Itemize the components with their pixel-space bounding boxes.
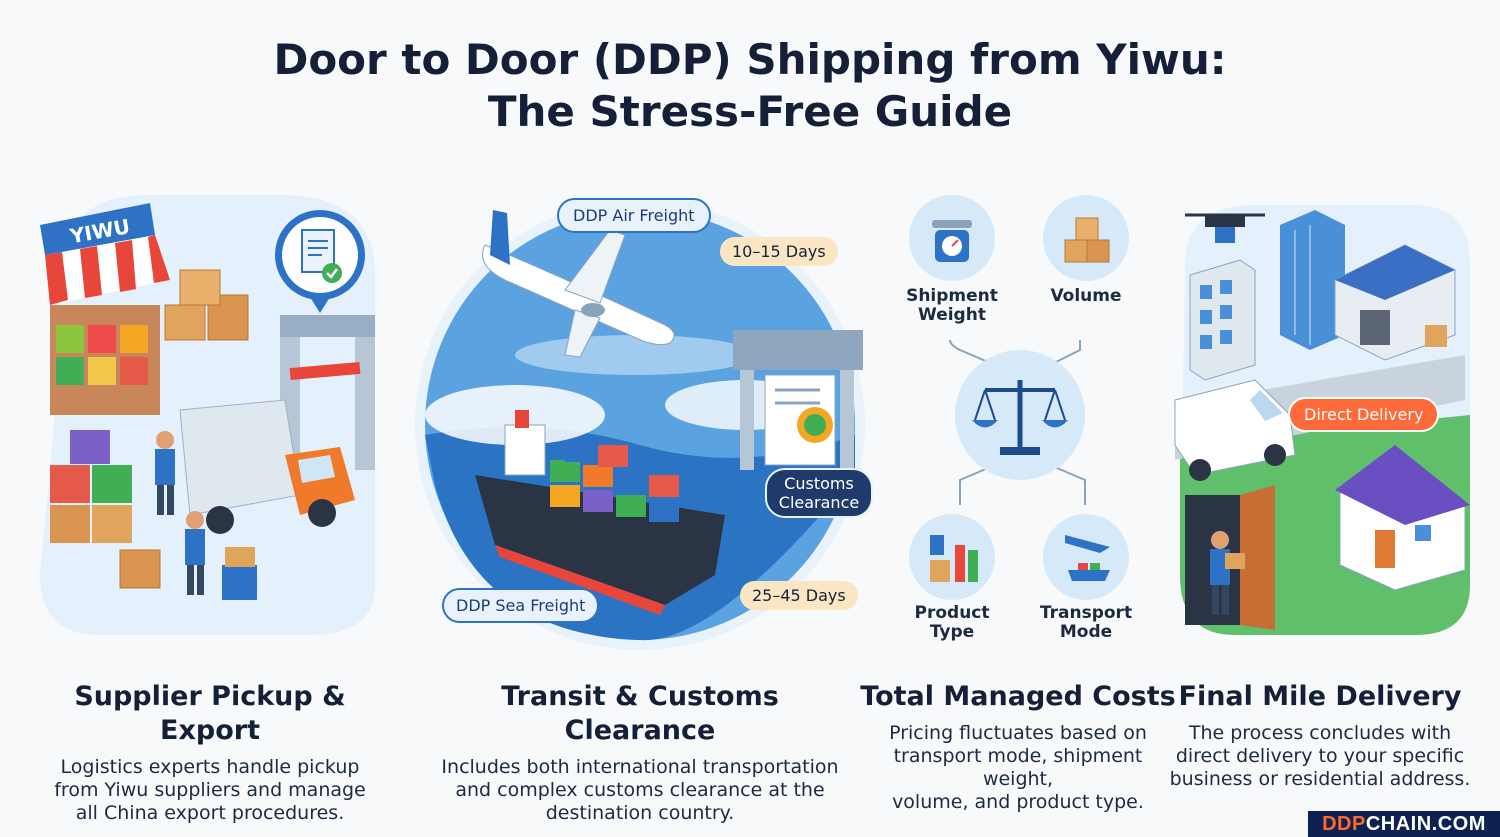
supplier-pickup-illustration: YIWU	[40, 195, 375, 635]
step-heading: Total Managed Costs	[860, 681, 1176, 712]
volume-boxes-icon	[1043, 195, 1129, 281]
step-description: Logistics experts handle pickup from Yiw…	[20, 756, 400, 825]
house-icon	[1335, 445, 1470, 591]
step-managed-costs: Total Managed Costs Pricing fluctuates b…	[858, 680, 1178, 814]
step-heading: Transit & Customs Clearance	[501, 681, 779, 746]
customs-line-2: Clearance	[778, 493, 860, 512]
cost-factors-diagram	[909, 195, 1129, 600]
air-days-pill: 10–15 Days	[720, 237, 838, 266]
transport-mode-icon	[1043, 514, 1129, 600]
direct-delivery-label: Direct Delivery	[1288, 397, 1440, 432]
step-description: Pricing fluctuates based on transport mo…	[858, 722, 1178, 814]
airplane-icon	[482, 210, 675, 358]
factor-weight-line-1: Shipment	[906, 286, 998, 306]
tower-building	[1280, 210, 1345, 350]
title-line-2: The Stress-Free Guide	[487, 87, 1013, 136]
worker-with-cart	[185, 511, 257, 600]
brand-part-1: DDP	[1322, 813, 1366, 835]
factor-product-line-1: Product	[914, 603, 990, 623]
step-transit-customs: Transit & Customs Clearance Includes bot…	[425, 680, 855, 825]
desc-line: from Yiwu suppliers and manage	[54, 779, 366, 801]
step-description: Includes both international transportati…	[425, 756, 855, 825]
factor-transport-line-2: Mode	[1059, 622, 1113, 642]
factor-transport-line-1: Transport	[1039, 603, 1133, 623]
desc-line: volume, and product type.	[892, 791, 1144, 813]
page-title: Door to Door (DDP) Shipping from Yiwu: T…	[0, 34, 1500, 138]
desc-line: all China export procedures.	[75, 802, 345, 824]
factor-product-type: Product Type	[902, 604, 1002, 642]
desc-line: and complex customs clearance at the	[455, 779, 825, 801]
parcel-box	[119, 549, 161, 589]
courier-at-door	[1185, 485, 1275, 630]
customs-clearance-badge: Customs Clearance	[765, 468, 873, 518]
factor-volume: Volume	[1036, 287, 1136, 306]
air-freight-label: DDP Air Freight	[557, 198, 711, 233]
desc-line: direct delivery to your specific	[1175, 745, 1465, 767]
title-line-1: Door to Door (DDP) Shipping from Yiwu:	[273, 35, 1227, 84]
delivery-truck	[179, 399, 355, 534]
customs-line-1: Customs	[784, 474, 854, 493]
cargo-ship-icon	[475, 410, 725, 615]
box-stack	[50, 269, 249, 543]
step-supplier-pickup: Supplier Pickup & Export Logistics exper…	[20, 680, 400, 825]
product-bottles-icon	[909, 514, 995, 600]
worker	[155, 431, 175, 515]
step-final-mile: Final Mile Delivery The process conclude…	[1165, 680, 1475, 791]
desc-line: The process concludes with	[1188, 722, 1452, 744]
market-stall: YIWU	[40, 203, 170, 415]
desc-line: destination country.	[545, 802, 735, 824]
desc-line: Logistics experts handle pickup	[60, 756, 360, 778]
step-description: The process concludes with direct delive…	[1165, 722, 1475, 791]
factor-product-line-2: Type	[929, 622, 975, 642]
step-heading: Supplier Pickup & Export	[74, 681, 346, 746]
desc-line: transport mode, shipment weight,	[893, 745, 1143, 790]
delivery-van	[1174, 379, 1296, 481]
factor-volume-line-1: Volume	[1050, 286, 1122, 306]
sea-days-pill: 25–45 Days	[740, 581, 858, 610]
weight-scale-icon	[909, 195, 995, 281]
brand-watermark: DDPCHAIN.COM	[1308, 811, 1500, 837]
desc-line: Includes both international transportati…	[441, 756, 839, 778]
drone-icon	[1185, 213, 1265, 243]
brand-part-2: CHAIN.COM	[1365, 813, 1486, 835]
factor-transport-mode: Transport Mode	[1036, 604, 1136, 642]
desc-line: Pricing fluctuates based on	[889, 722, 1147, 744]
desc-line: business or residential address.	[1169, 768, 1471, 790]
sea-freight-label: DDP Sea Freight	[442, 588, 600, 623]
factor-weight-line-2: Weight	[918, 305, 986, 325]
factor-shipment-weight: Shipment Weight	[902, 287, 1002, 325]
office-building	[1189, 259, 1256, 381]
balance-scale-icon	[955, 350, 1085, 480]
document-bubble	[275, 210, 365, 313]
customs-gate	[733, 330, 863, 470]
warehouse	[1334, 244, 1456, 361]
step-heading: Final Mile Delivery	[1178, 681, 1462, 712]
